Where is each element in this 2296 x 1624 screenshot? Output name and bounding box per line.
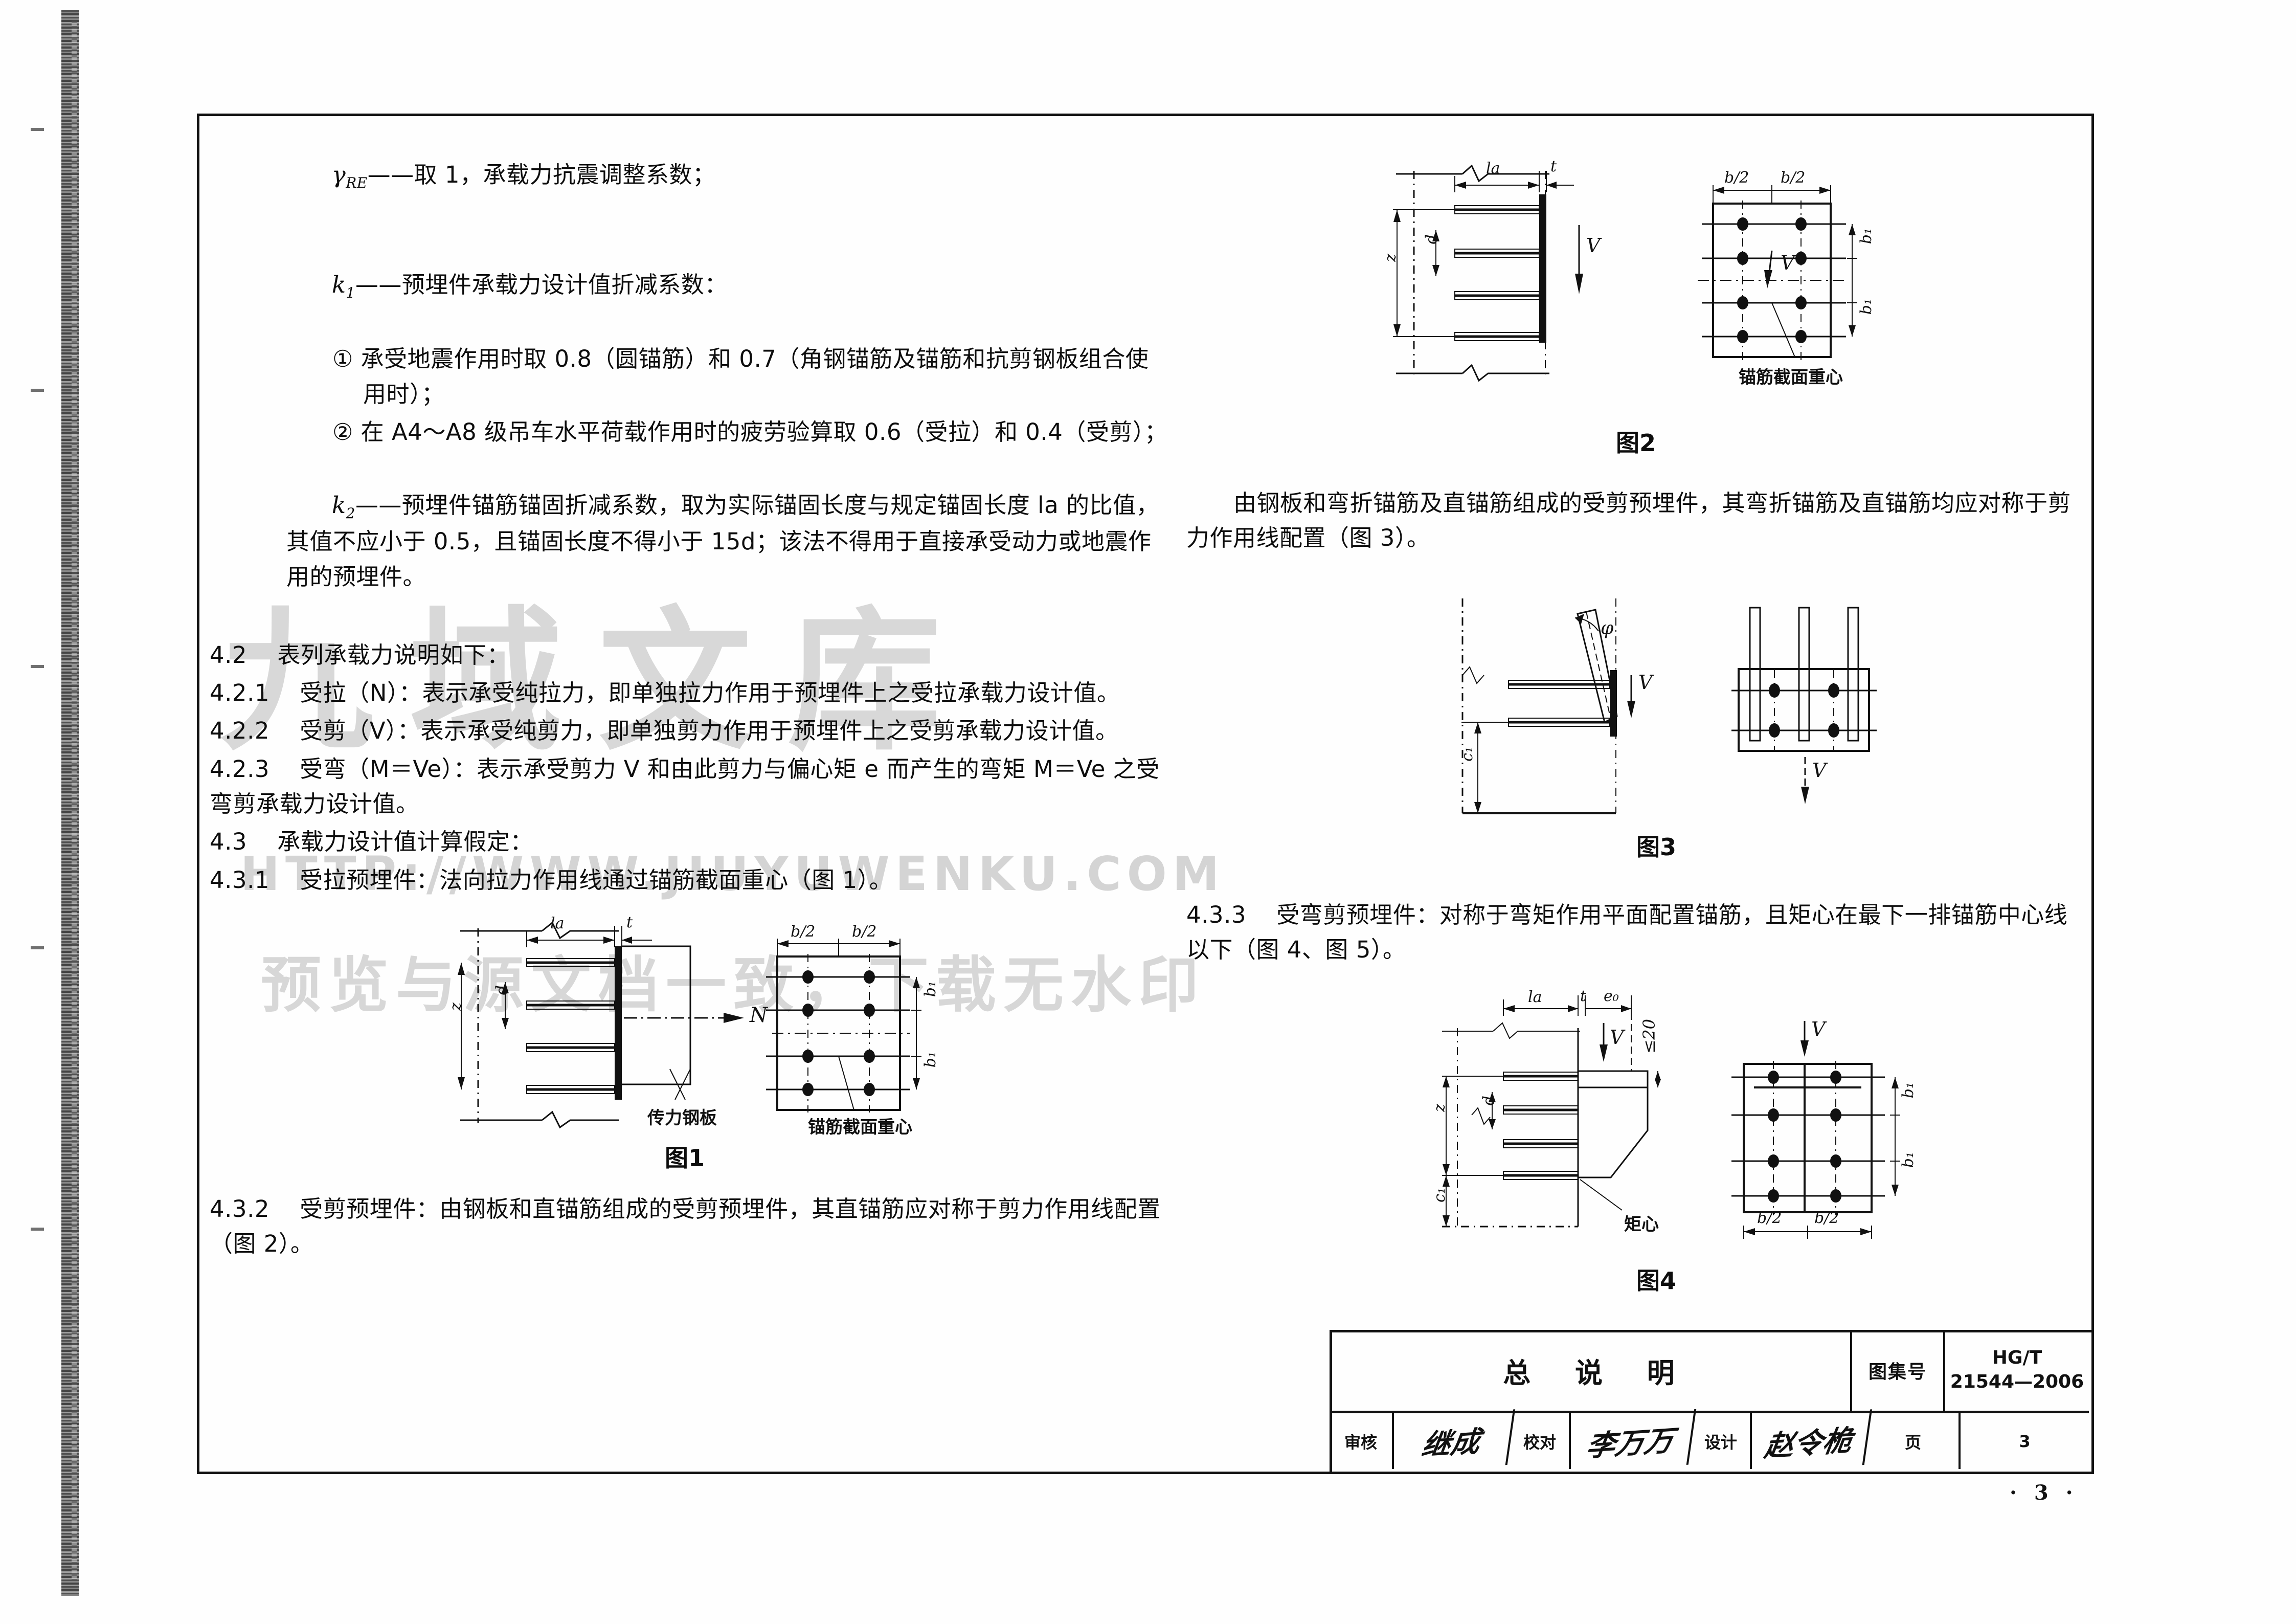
section-4-2: 4.2 表列承载力说明如下： xyxy=(210,641,510,669)
fig3-label-phi: φ xyxy=(1601,618,1614,639)
fig4-label-d: d xyxy=(1480,1096,1498,1106)
title-block-top-row: 总 说 明 图集号 HG/T 21544—2006 xyxy=(1330,1330,2089,1413)
figure-1-drawing xyxy=(458,921,921,1129)
list-item-2: ② 在 A4～A8 级吊车水平荷载作用时的疲劳验算取 0.6（受拉）和 0.4（… xyxy=(332,418,1168,446)
fig1-label-b-half-left: b/2 xyxy=(791,923,816,941)
fig1-label-transfer-plate: 传力钢板 xyxy=(647,1108,717,1128)
fig3-label-c1: c₁ xyxy=(1458,747,1476,762)
paragraph-figure-3-intro: 由钢板和弯折锚筋及直锚筋组成的受剪预埋件，其弯折锚筋及直锚筋均应对称于剪力作用线… xyxy=(1186,490,2072,552)
edge-artifact xyxy=(31,946,44,949)
fig2-label-b-half-left: b/2 xyxy=(1724,169,1749,187)
figure-4: la t e₀ ≤20 d z c₁ V V 矩心 b₁ b₁ b/2 b/2 xyxy=(1427,987,1948,1253)
symbol-k2: k2 xyxy=(331,491,355,522)
section-4-2-1: 4.2.1 受拉（N）：表示承受纯拉力，即单独拉力作用于预埋件上之受拉承载力设计… xyxy=(210,679,1120,706)
edge-artifact xyxy=(31,128,44,131)
fig1-label-d: d xyxy=(493,985,511,995)
figure-2-caption: 图2 xyxy=(1616,429,1656,457)
symbol-gamma: γRE xyxy=(331,161,368,192)
figure-1: la t d z N 传力钢板 锚筋截面重心 b/2 b/2 b₁ b₁ xyxy=(447,914,961,1138)
fig2-label-t: t xyxy=(1550,158,1557,175)
fig2-label-V: V xyxy=(1586,234,1601,257)
figure-3: φ c₁ V V xyxy=(1447,593,1938,824)
figure-3-caption: 图3 xyxy=(1636,833,1677,861)
fig2-label-V-plan: V xyxy=(1781,252,1795,274)
design-signature: 赵令桅 xyxy=(1747,1409,1873,1473)
fig4-label-moment-center: 矩心 xyxy=(1624,1214,1659,1235)
edge-artifact xyxy=(31,389,44,392)
review-label: 审核 xyxy=(1330,1413,1394,1469)
fig2-label-z: z xyxy=(1382,254,1400,262)
symbol-k2-line: k2——预埋件锚筋锚固折减系数，取为实际锚固长度与规定锚固长度 la 的比值，其… xyxy=(210,453,1171,630)
symbol-k2-definition: ——预埋件锚筋锚固折减系数，取为实际锚固长度与规定锚固长度 la 的比值，其值不… xyxy=(286,491,1160,590)
fig4-label-b1: b₁ xyxy=(1899,1152,1917,1168)
fig1-label-N: N xyxy=(750,1004,768,1027)
proof-label: 校对 xyxy=(1511,1413,1571,1469)
atlas-number-label: 图集号 xyxy=(1852,1330,1945,1411)
figure-2: la t d z V V b/2 b/2 b₁ b₁ 锚筋截面重心 xyxy=(1382,153,1928,394)
atlas-number-line2: 21544—2006 xyxy=(1950,1371,2084,1392)
drawing-frame-border xyxy=(197,114,2094,1474)
footer-page-number: · 3 · xyxy=(2010,1481,2078,1505)
symbol-k1-definition: ——预埋件承载力设计值折减系数： xyxy=(355,271,728,298)
page-number: 3 xyxy=(2019,1431,2031,1451)
symbol-k1: k1 xyxy=(331,271,355,301)
list-item-1: ① 承受地震作用时取 0.8（圆锚筋）和 0.7（角钢锚筋及锚筋和抗剪钢板组合使… xyxy=(332,345,1149,408)
fig2-label-la: la xyxy=(1486,160,1500,177)
left-text-column: γRE——取 1，承载力抗震调整系数； k1——预埋件承载力设计值折减系数： ①… xyxy=(210,123,1171,901)
edge-artifact xyxy=(31,1228,44,1231)
fig4-label-e0: e₀ xyxy=(1604,987,1619,1005)
figure-1-caption: 图1 xyxy=(665,1144,705,1172)
figure-4-caption: 图4 xyxy=(1636,1267,1677,1295)
title-block-border xyxy=(1330,1330,2094,1474)
fig4-label-b-half-right: b/2 xyxy=(1814,1209,1839,1227)
fig2-label-b1: b₁ xyxy=(1857,228,1875,244)
symbol-gamma-line: γRE——取 1，承载力抗震调整系数； xyxy=(210,123,1171,229)
figure-3-drawing xyxy=(1461,598,1877,814)
fig2-label-d: d xyxy=(1423,234,1440,244)
fig3-label-V-plan: V xyxy=(1812,759,1827,782)
figure-2-drawing xyxy=(1393,164,1857,382)
section-4-2-2: 4.2.2 受剪（V）：表示承受纯剪力，即单独剪力作用于预埋件上之受剪承载力设计… xyxy=(210,717,1119,745)
fig1-label-z: z xyxy=(447,1003,465,1011)
fig4-label-V-plan: V xyxy=(1811,1018,1826,1040)
fig2-label-b-half-right: b/2 xyxy=(1781,169,1806,187)
fig3-label-V: V xyxy=(1638,671,1653,694)
atlas-number-line1: HG/T xyxy=(1992,1347,2042,1369)
fig4-label-c1: c₁ xyxy=(1431,1188,1449,1203)
fig2-label-anchor-centroid: 锚筋截面重心 xyxy=(1739,367,1843,388)
proof-signature: 李万万 xyxy=(1566,1409,1697,1474)
fig4-label-t: t xyxy=(1580,987,1587,1005)
fig4-label-b-half-left: b/2 xyxy=(1757,1209,1782,1227)
document-title: 总 说 明 xyxy=(1330,1330,1852,1411)
fig1-label-t: t xyxy=(626,914,633,931)
review-signature: 继成 xyxy=(1389,1409,1516,1473)
atlas-number-value: HG/T 21544—2006 xyxy=(1945,1330,2089,1411)
fig4-label-z: z xyxy=(1431,1104,1449,1112)
section-4-2-3: 4.2.3 受弯（M＝Ve）：表示承受剪力 V 和由此剪力与偏心矩 e 而产生的… xyxy=(210,755,1160,818)
fig4-label-b1: b₁ xyxy=(1899,1082,1917,1099)
fig4-label-V: V xyxy=(1610,1026,1624,1049)
section-4-3-1: 4.3.1 受拉预埋件：法向拉力作用线通过锚筋截面重心（图 1）。 xyxy=(210,866,893,894)
figure-4-drawing xyxy=(1442,995,1900,1239)
page-label: 页 xyxy=(1867,1413,1961,1469)
edge-artifact xyxy=(31,665,44,668)
fig2-label-b1: b₁ xyxy=(1857,299,1875,315)
fig1-label-b1: b₁ xyxy=(921,981,939,997)
fig4-label-la: la xyxy=(1528,988,1542,1006)
title-block-bottom-row: 审核 继成 校对 李万万 设计 赵令桅 页 3 xyxy=(1330,1409,2089,1474)
symbol-k1-line: k1——预埋件承载力设计值折减系数： xyxy=(210,232,1171,339)
symbol-gamma-definition: ——取 1，承载力抗震调整系数； xyxy=(367,161,716,189)
title-block: 总 说 明 图集号 HG/T 21544—2006 审核 继成 校对 李万万 设… xyxy=(1330,1330,2089,1474)
section-4-3-2: 4.3.2 受剪预埋件：由钢板和直锚筋组成的受剪预埋件，其直锚筋应对称于剪力作用… xyxy=(210,1195,1161,1258)
fig1-label-anchor-centroid: 锚筋截面重心 xyxy=(808,1117,912,1138)
fig4-label-max20: ≤20 xyxy=(1639,1019,1659,1054)
fig1-label-b-half-right: b/2 xyxy=(852,923,877,941)
scan-binding-edge-inner xyxy=(72,20,77,1581)
section-4-3: 4.3 承载力设计值计算假定： xyxy=(210,828,533,856)
fig1-label-la: la xyxy=(550,915,565,932)
section-4-3-3: 4.3.3 受弯剪预埋件：对称于弯矩作用平面配置锚筋，且矩心在最下一排锚筋中心线… xyxy=(1186,901,2068,964)
fig1-label-b1: b₁ xyxy=(921,1052,939,1068)
design-label: 设计 xyxy=(1692,1413,1752,1469)
